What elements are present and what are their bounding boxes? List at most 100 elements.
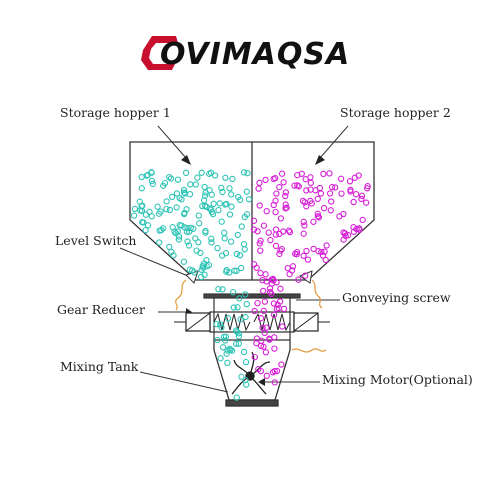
material-particle	[355, 225, 363, 232]
material-particle	[226, 211, 234, 218]
material-particle	[293, 248, 301, 256]
material-particle	[291, 182, 298, 189]
material-particle	[257, 247, 264, 254]
material-particle	[257, 269, 264, 277]
material-particle	[202, 189, 209, 196]
material-particle	[216, 200, 223, 207]
material-particle	[234, 231, 241, 239]
material-particle	[295, 276, 302, 283]
material-particle	[270, 311, 278, 318]
material-particle	[186, 228, 193, 235]
material-particle	[213, 320, 220, 328]
material-particle	[180, 186, 188, 194]
material-particle	[255, 185, 262, 192]
material-particle	[161, 179, 169, 187]
material-particle	[351, 174, 358, 181]
material-particle	[276, 184, 283, 191]
material-particle	[278, 170, 286, 177]
material-particle	[186, 266, 193, 273]
material-particle	[300, 252, 307, 259]
material-particle	[266, 285, 274, 292]
material-particle	[148, 177, 156, 185]
material-particle	[283, 204, 290, 211]
material-particle	[140, 219, 147, 226]
material-particle	[167, 175, 175, 182]
material-particle	[272, 231, 279, 238]
material-particle	[234, 304, 241, 311]
material-particle	[173, 190, 181, 197]
material-particle	[240, 241, 248, 248]
material-particle	[342, 232, 349, 240]
material-particle	[218, 252, 226, 259]
material-particle	[337, 175, 345, 182]
wiring	[175, 279, 327, 353]
material-particle	[300, 230, 307, 237]
material-particle	[221, 229, 228, 236]
mixing-tank-base	[225, 399, 279, 407]
material-particle	[261, 298, 269, 305]
material-particle	[214, 244, 221, 252]
hopper2-arrowhead	[315, 155, 325, 165]
material-particle	[222, 337, 229, 344]
material-particle	[138, 173, 145, 181]
material-particle	[262, 176, 269, 184]
material-particle	[307, 186, 314, 193]
material-particle	[131, 205, 139, 212]
material-particle	[282, 192, 289, 200]
material-particle	[257, 367, 265, 375]
material-particle	[208, 191, 215, 198]
mixer-impeller	[231, 351, 271, 395]
wire-left	[175, 279, 187, 311]
material-particle	[222, 333, 230, 340]
material-particle	[267, 236, 274, 244]
material-particle	[260, 222, 268, 229]
material-particle	[154, 203, 161, 210]
material-particle	[222, 174, 229, 181]
material-particle	[263, 278, 270, 285]
material-particle	[338, 190, 345, 197]
material-particle	[272, 175, 279, 182]
material-particle	[136, 198, 143, 205]
material-particle	[303, 247, 310, 255]
conveying-screw-right	[253, 312, 291, 332]
material-particle	[215, 285, 222, 293]
material-particle	[178, 196, 185, 203]
material-particle	[256, 179, 263, 187]
material-particle	[185, 242, 193, 249]
material-particle	[266, 335, 273, 342]
material-particle	[273, 190, 280, 197]
mixing-motor-label: Mixing Motor(Optional)	[322, 372, 473, 387]
material-particle	[182, 169, 190, 177]
material-particle	[233, 250, 240, 258]
mixing-tank-label: Mixing Tank	[60, 359, 139, 374]
material-particle	[233, 327, 240, 334]
material-particle	[218, 324, 225, 331]
material-particle	[240, 169, 248, 176]
material-particle	[262, 271, 269, 278]
material-particle	[271, 334, 278, 341]
material-particle	[323, 242, 330, 249]
material-particle	[250, 217, 258, 224]
material-particle	[142, 211, 150, 218]
material-particle	[314, 195, 321, 203]
material-particle	[271, 379, 278, 386]
material-particle	[314, 210, 321, 217]
material-particle	[180, 189, 188, 196]
material-particle	[302, 272, 309, 279]
material-particle	[314, 213, 322, 220]
material-particle	[156, 227, 163, 234]
material-particle	[277, 215, 285, 222]
material-particle	[320, 205, 328, 212]
hoppers	[129, 141, 375, 281]
material-particle	[190, 225, 197, 232]
impeller-blade-5	[249, 351, 255, 377]
material-particle	[157, 208, 164, 215]
material-particle	[319, 252, 327, 259]
material-particle	[168, 193, 176, 201]
material-particle	[300, 218, 307, 226]
level-switch-leader	[119, 247, 189, 277]
material-particle	[171, 228, 178, 235]
material-particle	[175, 233, 183, 240]
impeller-blade-1	[233, 359, 251, 377]
mixing-tank	[213, 339, 291, 407]
